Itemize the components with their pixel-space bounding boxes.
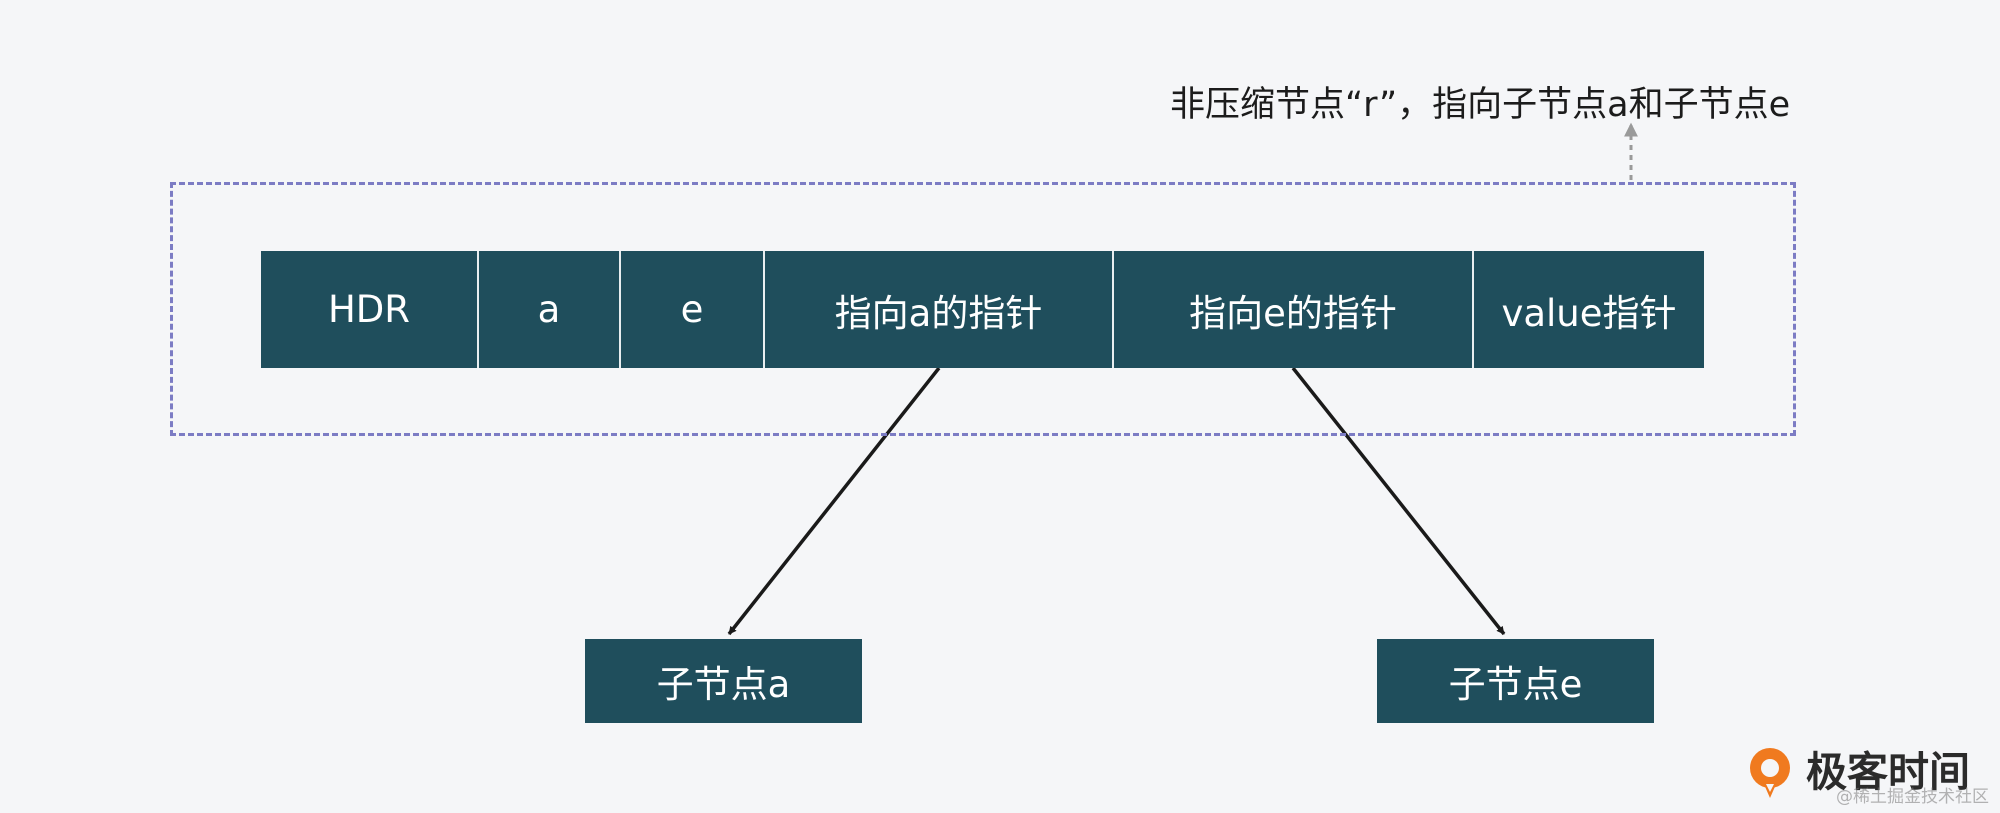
geektime-logo-icon [1750, 748, 1790, 798]
arrow-to-child-a [727, 366, 941, 636]
uncompressed-node-r: HDR a e 指向a的指针 指向e的指针 value指针 [261, 251, 1704, 368]
cell-pointer-e: 指向e的指针 [1114, 251, 1474, 368]
child-node-e: 子节点e [1377, 639, 1654, 723]
brand-logo: 极客时间 [1744, 744, 1970, 800]
cell-key-a: a [479, 251, 621, 368]
cell-hdr: HDR [261, 251, 479, 368]
arrow-to-child-e [1291, 366, 1506, 636]
cell-pointer-a: 指向a的指针 [765, 251, 1114, 368]
logo-text: 极客时间 [1806, 748, 1970, 796]
cell-value-pointer: value指针 [1474, 251, 1704, 368]
child-node-a: 子节点a [585, 639, 862, 723]
cell-key-e: e [621, 251, 765, 368]
watermark: @稀土掘金技术社区 [1836, 787, 1989, 807]
annotation-label: 非压缩节点“r”，指向子节点a和子节点e [1170, 85, 1791, 125]
uncompressed-node-group [170, 182, 1796, 436]
